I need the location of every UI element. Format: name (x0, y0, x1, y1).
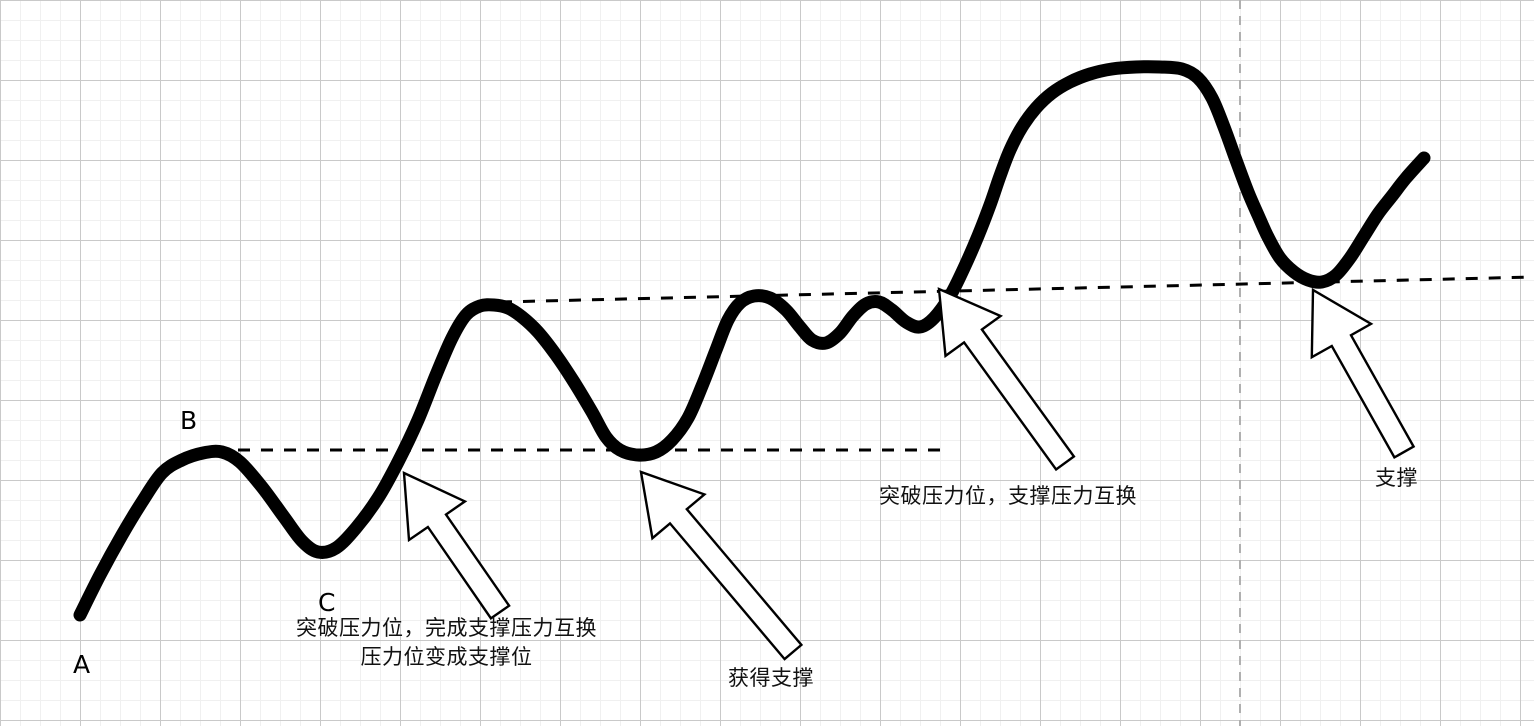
point-label-b: B (180, 406, 198, 435)
annotation-breakout-support-resistance-swap-line-1: 突破压力位，支撑压力互换 (879, 484, 1137, 508)
callout-arrows-group (402, 287, 1416, 661)
arrow-support (1310, 287, 1416, 460)
price-curve-group (73, 60, 1431, 622)
point-label-a: A (73, 650, 91, 679)
annotation-breakout-resistance-swap: 突破压力位，完成支撑压力互换压力位变成支撑位 (296, 614, 597, 672)
annotation-breakout-resistance-swap-line-1: 突破压力位，完成支撑压力互换 (296, 616, 597, 640)
arrow-breakout-support-resistance-swap (937, 287, 1076, 472)
price-line-price-curve (73, 60, 1431, 622)
annotation-support: 支撑 (1375, 464, 1418, 493)
arrow-gain-support (639, 470, 804, 661)
annotation-breakout-support-resistance-swap: 突破压力位，支撑压力互换 (879, 482, 1137, 511)
annotation-breakout-resistance-swap-line-2: 压力位变成支撑位 (360, 644, 533, 669)
arrow-breakout-resistance-swap (402, 471, 511, 620)
annotation-support-line-1: 支撑 (1375, 466, 1418, 490)
annotation-gain-support: 获得支撑 (728, 664, 814, 693)
annotation-gain-support-line-1: 获得支撑 (728, 666, 814, 690)
point-label-c: C (318, 588, 336, 617)
reference-lines-group (215, 0, 1534, 726)
upper-support-resistance-line (499, 275, 1534, 304)
